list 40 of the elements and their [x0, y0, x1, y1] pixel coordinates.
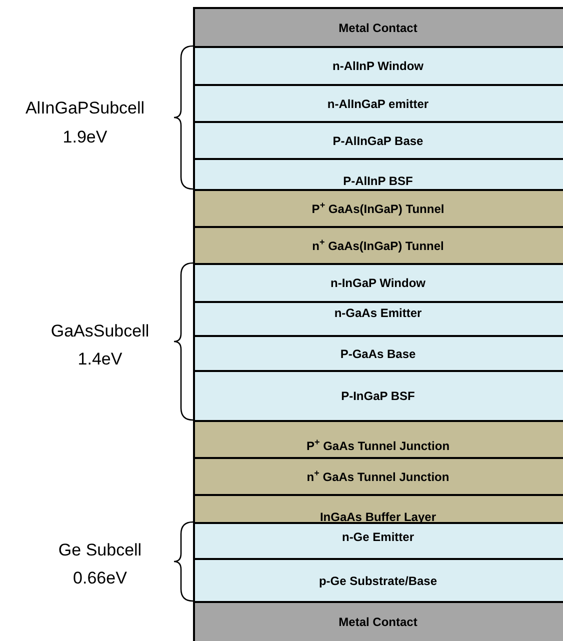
layer-label: P-GaAs Base: [340, 346, 416, 362]
layer-box: [193, 601, 563, 641]
layer-label: n-Ge Emitter: [342, 529, 414, 546]
layer-box: [193, 494, 563, 524]
subcell-label: Ge Subcell: [58, 542, 142, 558]
layer-box: [193, 263, 563, 303]
layer-label: Metal Contact: [338, 20, 418, 36]
layer-box: [193, 7, 563, 48]
layer-label: P-AlInGaP Base: [332, 132, 424, 150]
subcell-label: 0.66eV: [73, 570, 127, 586]
layer-box: [193, 522, 563, 560]
subcell-label: 1.4eV: [78, 350, 122, 368]
layer-label: P$^{+}$ GaAs(InGaP) Tunnel: [312, 200, 444, 218]
subcell-label: GaAsSubcell: [50, 322, 150, 340]
layer-box: [193, 558, 563, 603]
layer-label: P-InGaP BSF: [341, 388, 415, 405]
layer-label: n$^{+}$ GaAs(InGaP) Tunnel: [312, 236, 444, 254]
layer-label: n$^{+}$ GaAs Tunnel Junction: [306, 468, 450, 486]
layer-box: [193, 370, 563, 422]
layer-label: n-InGaP Window: [330, 275, 426, 292]
layer-box: [193, 84, 563, 123]
layer-label: Metal Contact: [338, 614, 418, 631]
layer-box: [193, 121, 563, 160]
subcell-label: 1.9eV: [62, 128, 108, 146]
layer-label: InGaAs Buffer Layer: [320, 509, 436, 526]
layer-box: [193, 335, 563, 372]
layer-label: n-AlInGaP emitter: [327, 96, 429, 112]
layer-label: n-AlInP Window: [332, 58, 424, 75]
layer-label: p-Ge Substrate/Base: [318, 572, 438, 590]
layer-box: [193, 301, 563, 337]
layer-label: n-GaAs Emitter: [334, 305, 422, 322]
layer-box: [193, 226, 563, 265]
subcell-label: AlInGaPSubcell: [25, 100, 145, 116]
layer-label: P$^{+}$ GaAs Tunnel Junction: [306, 436, 450, 454]
layer-label: P-AlInP BSF: [343, 172, 413, 190]
layer-box: [193, 189, 563, 228]
layer-box: [193, 158, 563, 191]
layer-box: [193, 457, 563, 496]
layer-box: [193, 420, 563, 459]
layer-box: [193, 46, 563, 86]
